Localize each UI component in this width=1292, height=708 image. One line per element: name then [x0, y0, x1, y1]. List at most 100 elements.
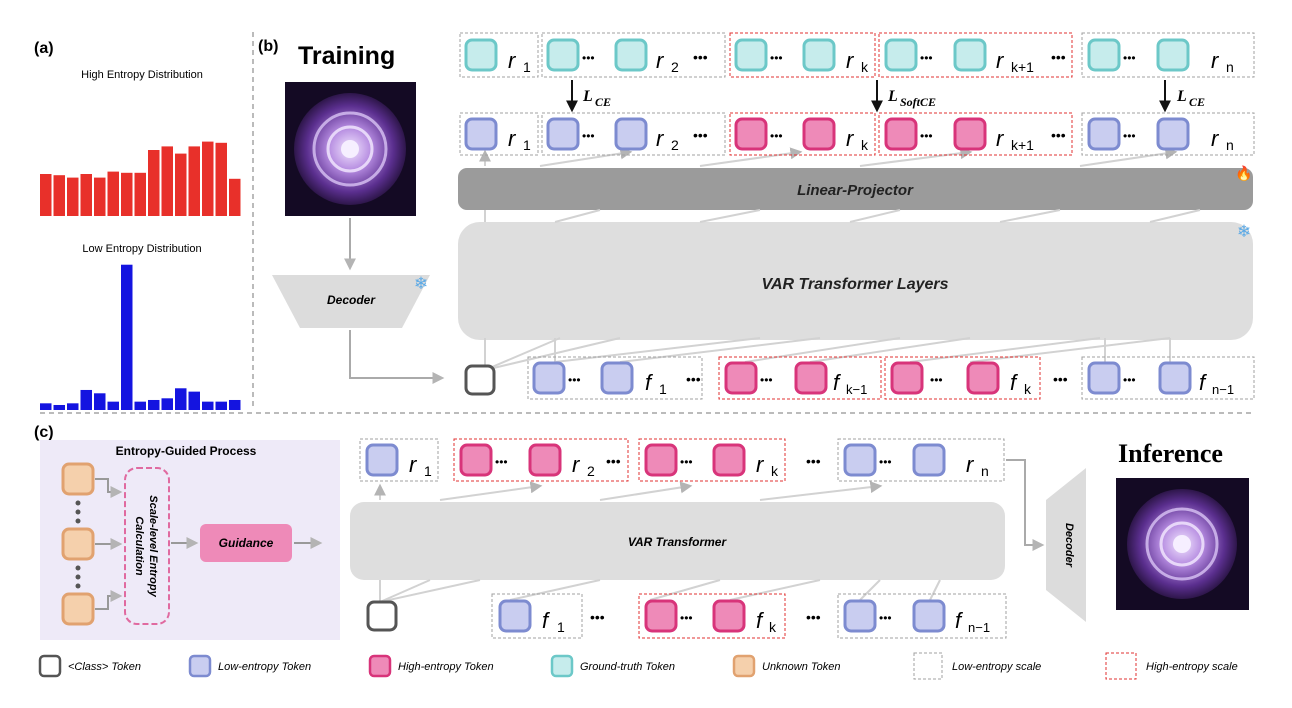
low-scale-box: [1081, 32, 1255, 78]
label-sub: 1: [557, 619, 565, 635]
legend-high-token: High-entropy Token: [398, 661, 494, 673]
histogram-bar: [229, 399, 241, 410]
label-f: f: [833, 370, 842, 395]
ellipsis: •••: [806, 609, 821, 625]
low-scale-box: [527, 356, 703, 400]
high-scale-box: [718, 356, 882, 400]
high-entropy-token: [890, 361, 924, 395]
loss-ce-label-2: L: [1176, 88, 1187, 105]
low-entropy-token: [843, 599, 877, 633]
ellipsis: •••: [582, 51, 595, 65]
label-sub: n: [1226, 137, 1234, 153]
panel-label-a: (a): [34, 40, 54, 57]
low-entropy-token: [532, 361, 566, 395]
label-r: r: [996, 48, 1005, 73]
gt-token: [546, 38, 580, 72]
low-scale-box: [837, 593, 1007, 639]
inference-input-row: f 1 ••• ••• f k ••• ••• f n−1: [366, 593, 1007, 639]
low-scale-box: [541, 32, 726, 78]
histogram-bar: [134, 172, 146, 216]
high-scale-box: [884, 356, 1041, 400]
low-entropy-token: [1158, 361, 1192, 395]
ellipsis: •••: [930, 373, 943, 387]
histogram-bar: [188, 391, 200, 410]
inference-output-row: r 1 ••• r 2 ••• ••• r k ••• ••• r n: [359, 438, 1005, 482]
low-scale-box: [1081, 356, 1255, 400]
label-sub: 1: [659, 381, 667, 397]
gt-token: [734, 38, 768, 72]
high-entropy-token: [712, 443, 746, 477]
low-entropy-token: [365, 443, 399, 477]
linear-projector-label: Linear-Projector: [797, 182, 914, 199]
unknown-token: [61, 527, 95, 561]
low-scale-box: [1081, 112, 1255, 156]
high-entropy-token: [712, 599, 746, 633]
label-sub: n: [1226, 59, 1234, 75]
training-title: Training: [298, 42, 395, 70]
ellipsis: •••: [1051, 127, 1066, 143]
unknown-token-arrows: [95, 478, 123, 610]
ellipsis: •••: [680, 455, 693, 469]
label-f: f: [1199, 370, 1208, 395]
histogram-bar: [121, 172, 133, 216]
label-sub: n−1: [968, 620, 990, 635]
high-entropy-token: [644, 599, 678, 633]
legend-gt-swatch: [550, 654, 574, 678]
gt-token: [884, 38, 918, 72]
linear-projector-block: [458, 168, 1253, 210]
low-entropy-title: Low Entropy Distribution: [82, 243, 201, 255]
decoder-block-training: [272, 275, 430, 328]
ellipsis: •••: [693, 49, 708, 65]
legend-high-scale-swatch: [1105, 652, 1137, 680]
ellipsis: •••: [770, 129, 783, 143]
legend-low-token: Low-entropy Token: [218, 661, 311, 673]
ellipsis: •••: [806, 453, 821, 469]
rose-image-inference: [1116, 478, 1249, 610]
low-scale-box: [541, 112, 726, 156]
legend-class-token: <Class> Token: [68, 661, 141, 673]
rose-image-training: [285, 82, 416, 216]
var-transformer-layers-label: VAR Transformer Layers: [761, 276, 948, 293]
low-entropy-token: [912, 599, 946, 633]
label-r: r: [508, 126, 517, 151]
label-r: r: [572, 452, 581, 477]
label-sub: k−1: [846, 382, 867, 397]
legend-low-scale-swatch: [913, 652, 943, 680]
label-sub: n: [981, 463, 989, 479]
gt-token: [464, 38, 498, 72]
label-r: r: [1211, 48, 1220, 73]
histogram-bar: [215, 401, 227, 410]
label-sub: k+1: [1011, 137, 1034, 153]
high-entropy-token: [884, 117, 918, 151]
ellipsis: •••: [760, 373, 773, 387]
histogram-bar: [148, 399, 160, 410]
label-r: r: [409, 452, 418, 477]
legend-high-swatch: [368, 654, 392, 678]
high-scale-box: [638, 593, 786, 639]
histogram-bar: [161, 146, 173, 216]
svg-text:Calculation: Calculation: [133, 516, 145, 576]
connection-lines-inference: [374, 481, 941, 603]
high-entropy-token: [953, 117, 987, 151]
high-scale-box: [729, 32, 876, 78]
histogram-bar: [67, 177, 79, 216]
histogram-bar: [229, 178, 241, 216]
histogram-bar: [202, 141, 214, 216]
histogram-bar: [121, 264, 133, 410]
panel-label-c: (c): [34, 424, 54, 441]
decoder-label-training: Decoder: [327, 293, 376, 307]
input-token-row-training: ••• f 1 ••• ••• f k−1 ••• f k ••• ••• f …: [464, 356, 1255, 400]
panel-label-b: (b): [258, 38, 278, 55]
loss-softce-sub: SoftCE: [900, 95, 936, 109]
ellipsis: •••: [920, 129, 933, 143]
label-f: f: [645, 370, 654, 395]
low-entropy-token: [546, 117, 580, 151]
high-scale-box: [638, 438, 786, 482]
legend-unknown-token: Unknown Token: [762, 661, 840, 673]
label-sub: k: [769, 619, 777, 635]
histogram-bar: [175, 153, 187, 216]
low-entropy-token: [1156, 117, 1190, 151]
label-sub: n−1: [1212, 382, 1234, 397]
label-sub: 2: [671, 137, 679, 153]
gt-token: [802, 38, 836, 72]
